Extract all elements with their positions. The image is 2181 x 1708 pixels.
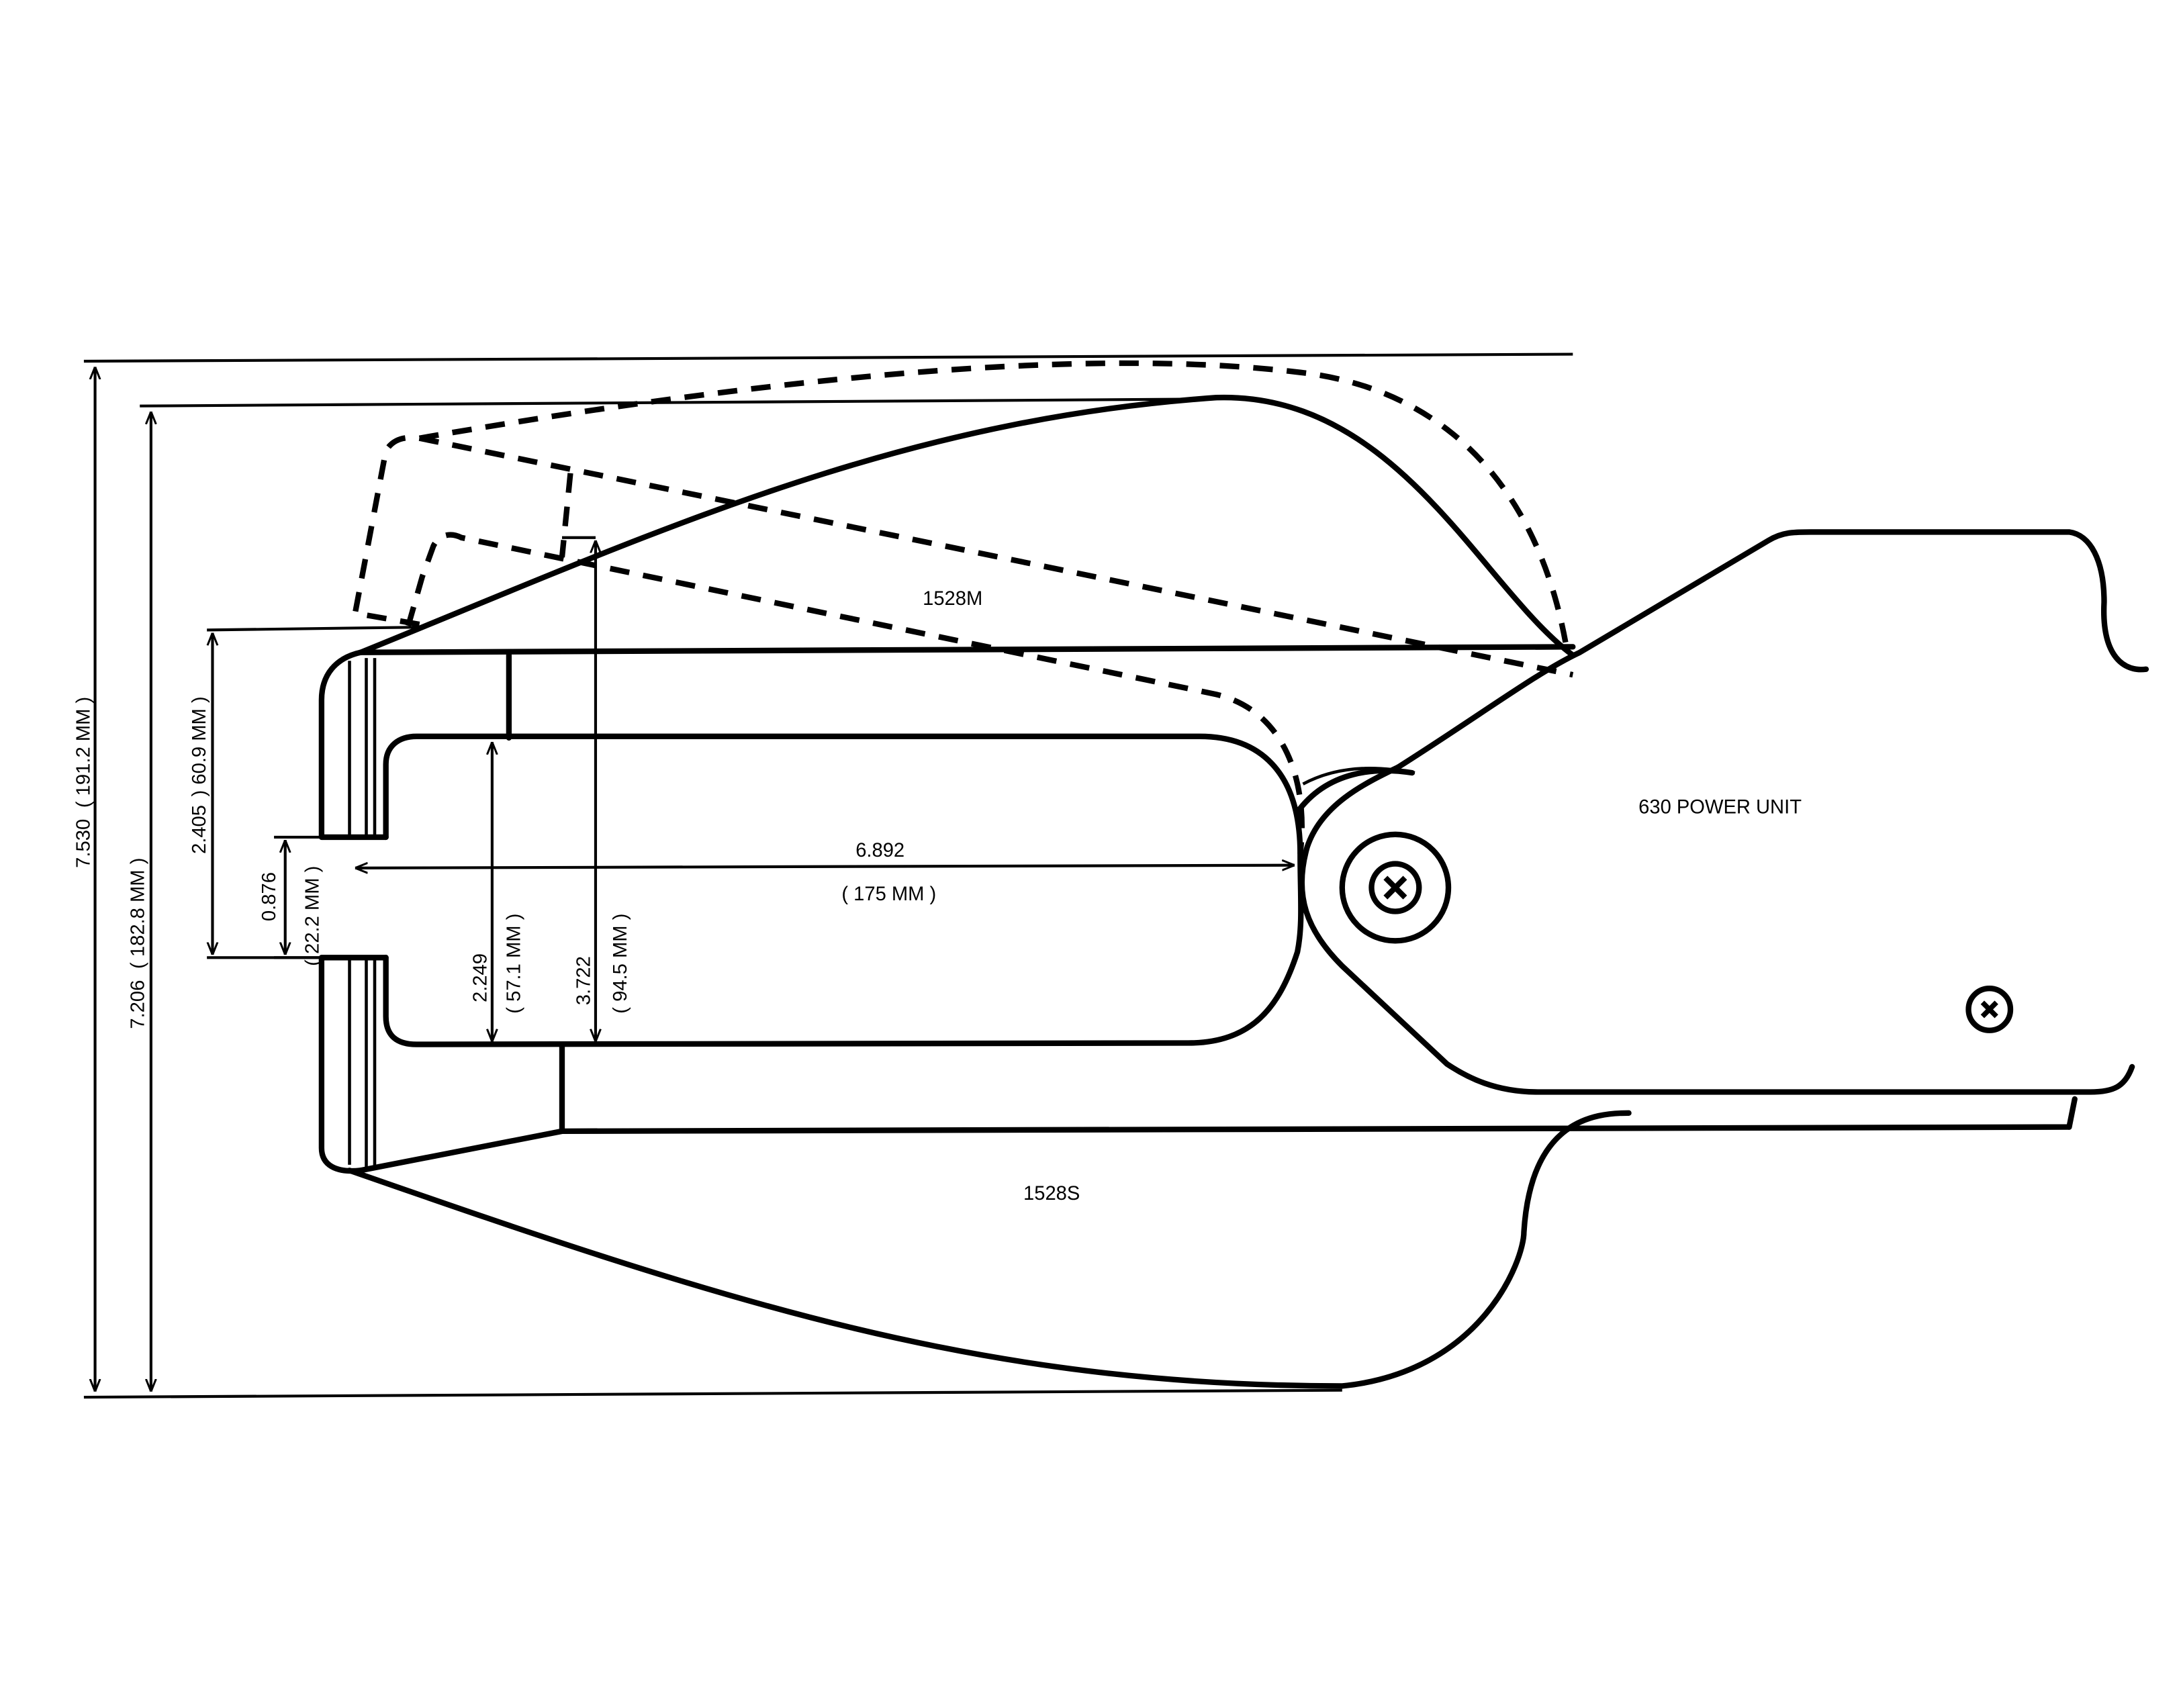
dimension-throat-depth <box>355 865 1295 868</box>
dim-text-jaw-height: 7.206( 182.8 MM ) <box>127 858 148 1029</box>
dim-text-overall-height: 7.530( 191.2 MM ) <box>73 697 94 868</box>
dim-text-throat-depth-in: 6.892 <box>855 840 904 861</box>
lower-jaw-outline <box>346 1110 1632 1389</box>
pivot-screw-icon <box>1339 831 1452 944</box>
dimension-tip-gap <box>274 835 325 959</box>
dim-text-tip-gap-mm: ( 22.2 MM ) <box>302 866 324 966</box>
dim-text-inner-opening-mm: ( 57.1 MM ) <box>504 914 525 1014</box>
dimension-jaw-height <box>140 397 1217 1392</box>
dim-text-tip-gap-in: 0.876 <box>259 872 280 921</box>
dim-text-inner-opening-in: 2.249 <box>470 953 492 1002</box>
label-upper-jaw: 1528M <box>923 588 982 610</box>
dim-text-opening-outer: 2.405) 60.9 MM ) <box>189 696 210 854</box>
dimension-overall-height <box>83 352 1573 1399</box>
label-power-unit: 630 POWER UNIT <box>1638 797 1802 818</box>
mount-screw-icon <box>1965 986 2014 1033</box>
upper-jaw-outline <box>358 395 1576 659</box>
label-lower-jaw: 1528S <box>1023 1183 1080 1204</box>
dim-text-throat-height-mm: ( 94.5 MM ) <box>610 914 631 1014</box>
dim-text-throat-depth-mm: ( 175 MM ) <box>841 884 936 905</box>
dimension-throat-height <box>561 536 596 1042</box>
dim-text-throat-height-in: 3.722 <box>573 956 595 1005</box>
upper-jaw-open-position <box>351 360 1574 855</box>
power-unit-housing <box>1294 529 2149 1095</box>
